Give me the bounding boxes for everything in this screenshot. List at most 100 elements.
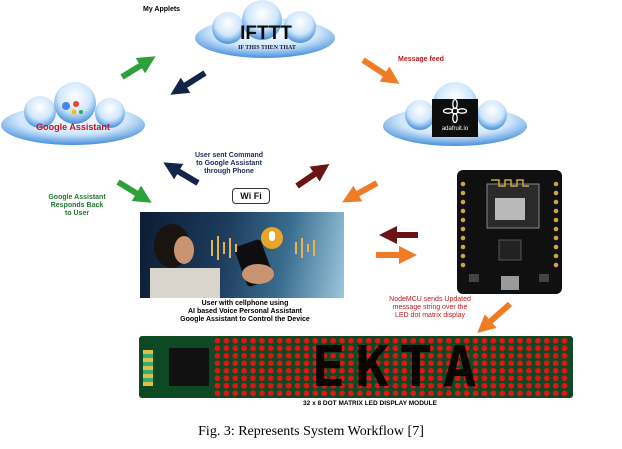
led-dot <box>365 337 372 344</box>
led-dot <box>552 345 559 352</box>
led-dot <box>561 337 568 344</box>
led-dot <box>276 375 283 382</box>
led-dot <box>419 390 425 397</box>
ga-resp-line-1: Google Assistant <box>48 194 106 201</box>
led-dot <box>339 337 345 344</box>
led-dot <box>348 345 354 352</box>
led-dot <box>463 382 470 389</box>
led-dot <box>499 382 506 389</box>
phone-caption: User with cellphone using AI based Voice… <box>150 300 340 324</box>
led-dot <box>294 367 301 374</box>
led-dot <box>374 367 381 374</box>
led-dot <box>463 345 470 352</box>
led-dot <box>526 382 532 389</box>
led-dot <box>508 390 514 397</box>
led-dot <box>401 360 408 367</box>
led-dot <box>223 360 230 367</box>
led-dot <box>472 375 479 382</box>
led-dot <box>543 345 550 352</box>
led-dot <box>481 390 488 397</box>
sound-wave-icon <box>211 236 315 260</box>
led-dot <box>419 337 425 344</box>
led-dot <box>294 382 301 389</box>
led-dot <box>365 390 372 397</box>
led-dot <box>339 360 345 367</box>
led-dot <box>454 375 461 382</box>
led-dot <box>303 375 310 382</box>
led-dot <box>401 382 408 389</box>
led-dot <box>437 352 443 359</box>
nodemcu-line-2: message string over the <box>392 304 468 311</box>
led-dot <box>552 337 559 344</box>
led-dot <box>428 352 434 359</box>
ifttt-logo: IFTTT <box>240 23 292 44</box>
led-dot <box>365 352 372 359</box>
led-dot <box>259 375 265 382</box>
led-dot <box>490 390 497 397</box>
led-dot <box>348 382 354 389</box>
led-dot <box>517 375 523 382</box>
led-dot <box>339 390 345 397</box>
led-dot <box>454 390 461 397</box>
led-dot <box>401 345 408 352</box>
led-dot <box>348 367 354 374</box>
led-dot <box>303 390 310 397</box>
led-dot <box>392 337 399 344</box>
led-dot <box>374 345 381 352</box>
led-dot <box>463 352 470 359</box>
led-dot <box>374 382 381 389</box>
led-dot <box>526 337 532 344</box>
led-dot <box>241 382 247 389</box>
led-dot <box>428 360 434 367</box>
led-dot <box>348 337 354 344</box>
my-applets-label: My Applets <box>143 6 181 13</box>
led-dot <box>268 352 274 359</box>
led-dot <box>285 345 292 352</box>
led-dot <box>303 367 310 374</box>
led-dot <box>446 360 452 367</box>
led-dot <box>214 337 221 344</box>
led-dot <box>454 367 461 374</box>
led-dot <box>241 367 247 374</box>
led-dot <box>374 375 381 382</box>
led-dot <box>303 360 310 367</box>
led-dot <box>312 375 319 382</box>
led-dot <box>214 375 221 382</box>
led-dot <box>268 367 274 374</box>
led-dot <box>410 352 417 359</box>
led-dot <box>561 390 568 397</box>
led-dot <box>276 382 283 389</box>
led-dot <box>259 367 265 374</box>
led-dot <box>294 375 301 382</box>
led-dot <box>419 352 425 359</box>
led-dot <box>276 352 283 359</box>
antenna-trace <box>491 179 529 187</box>
led-dot <box>285 390 292 397</box>
led-dot <box>481 337 488 344</box>
led-dot <box>223 337 230 344</box>
led-dot <box>250 367 256 374</box>
led-dot <box>552 360 559 367</box>
led-dot <box>259 352 265 359</box>
led-dot <box>365 382 372 389</box>
usb-chip <box>498 239 522 261</box>
led-dot <box>321 367 328 374</box>
user-sent-line-1: User sent Command <box>194 152 264 159</box>
hand <box>242 264 274 284</box>
user-sent-line-3: through Phone <box>204 168 254 175</box>
led-dot <box>543 382 550 389</box>
led-dot <box>561 382 568 389</box>
ga-resp-line-2: Responds Back <box>50 202 104 209</box>
led-dot <box>499 352 506 359</box>
led-dot <box>410 382 417 389</box>
led-dot <box>312 367 319 374</box>
led-dot <box>499 337 506 344</box>
led-dot <box>374 352 381 359</box>
led-dot <box>330 352 336 359</box>
led-dot <box>232 360 239 367</box>
led-dot <box>472 337 479 344</box>
led-dot <box>330 367 336 374</box>
led-dot <box>365 375 372 382</box>
